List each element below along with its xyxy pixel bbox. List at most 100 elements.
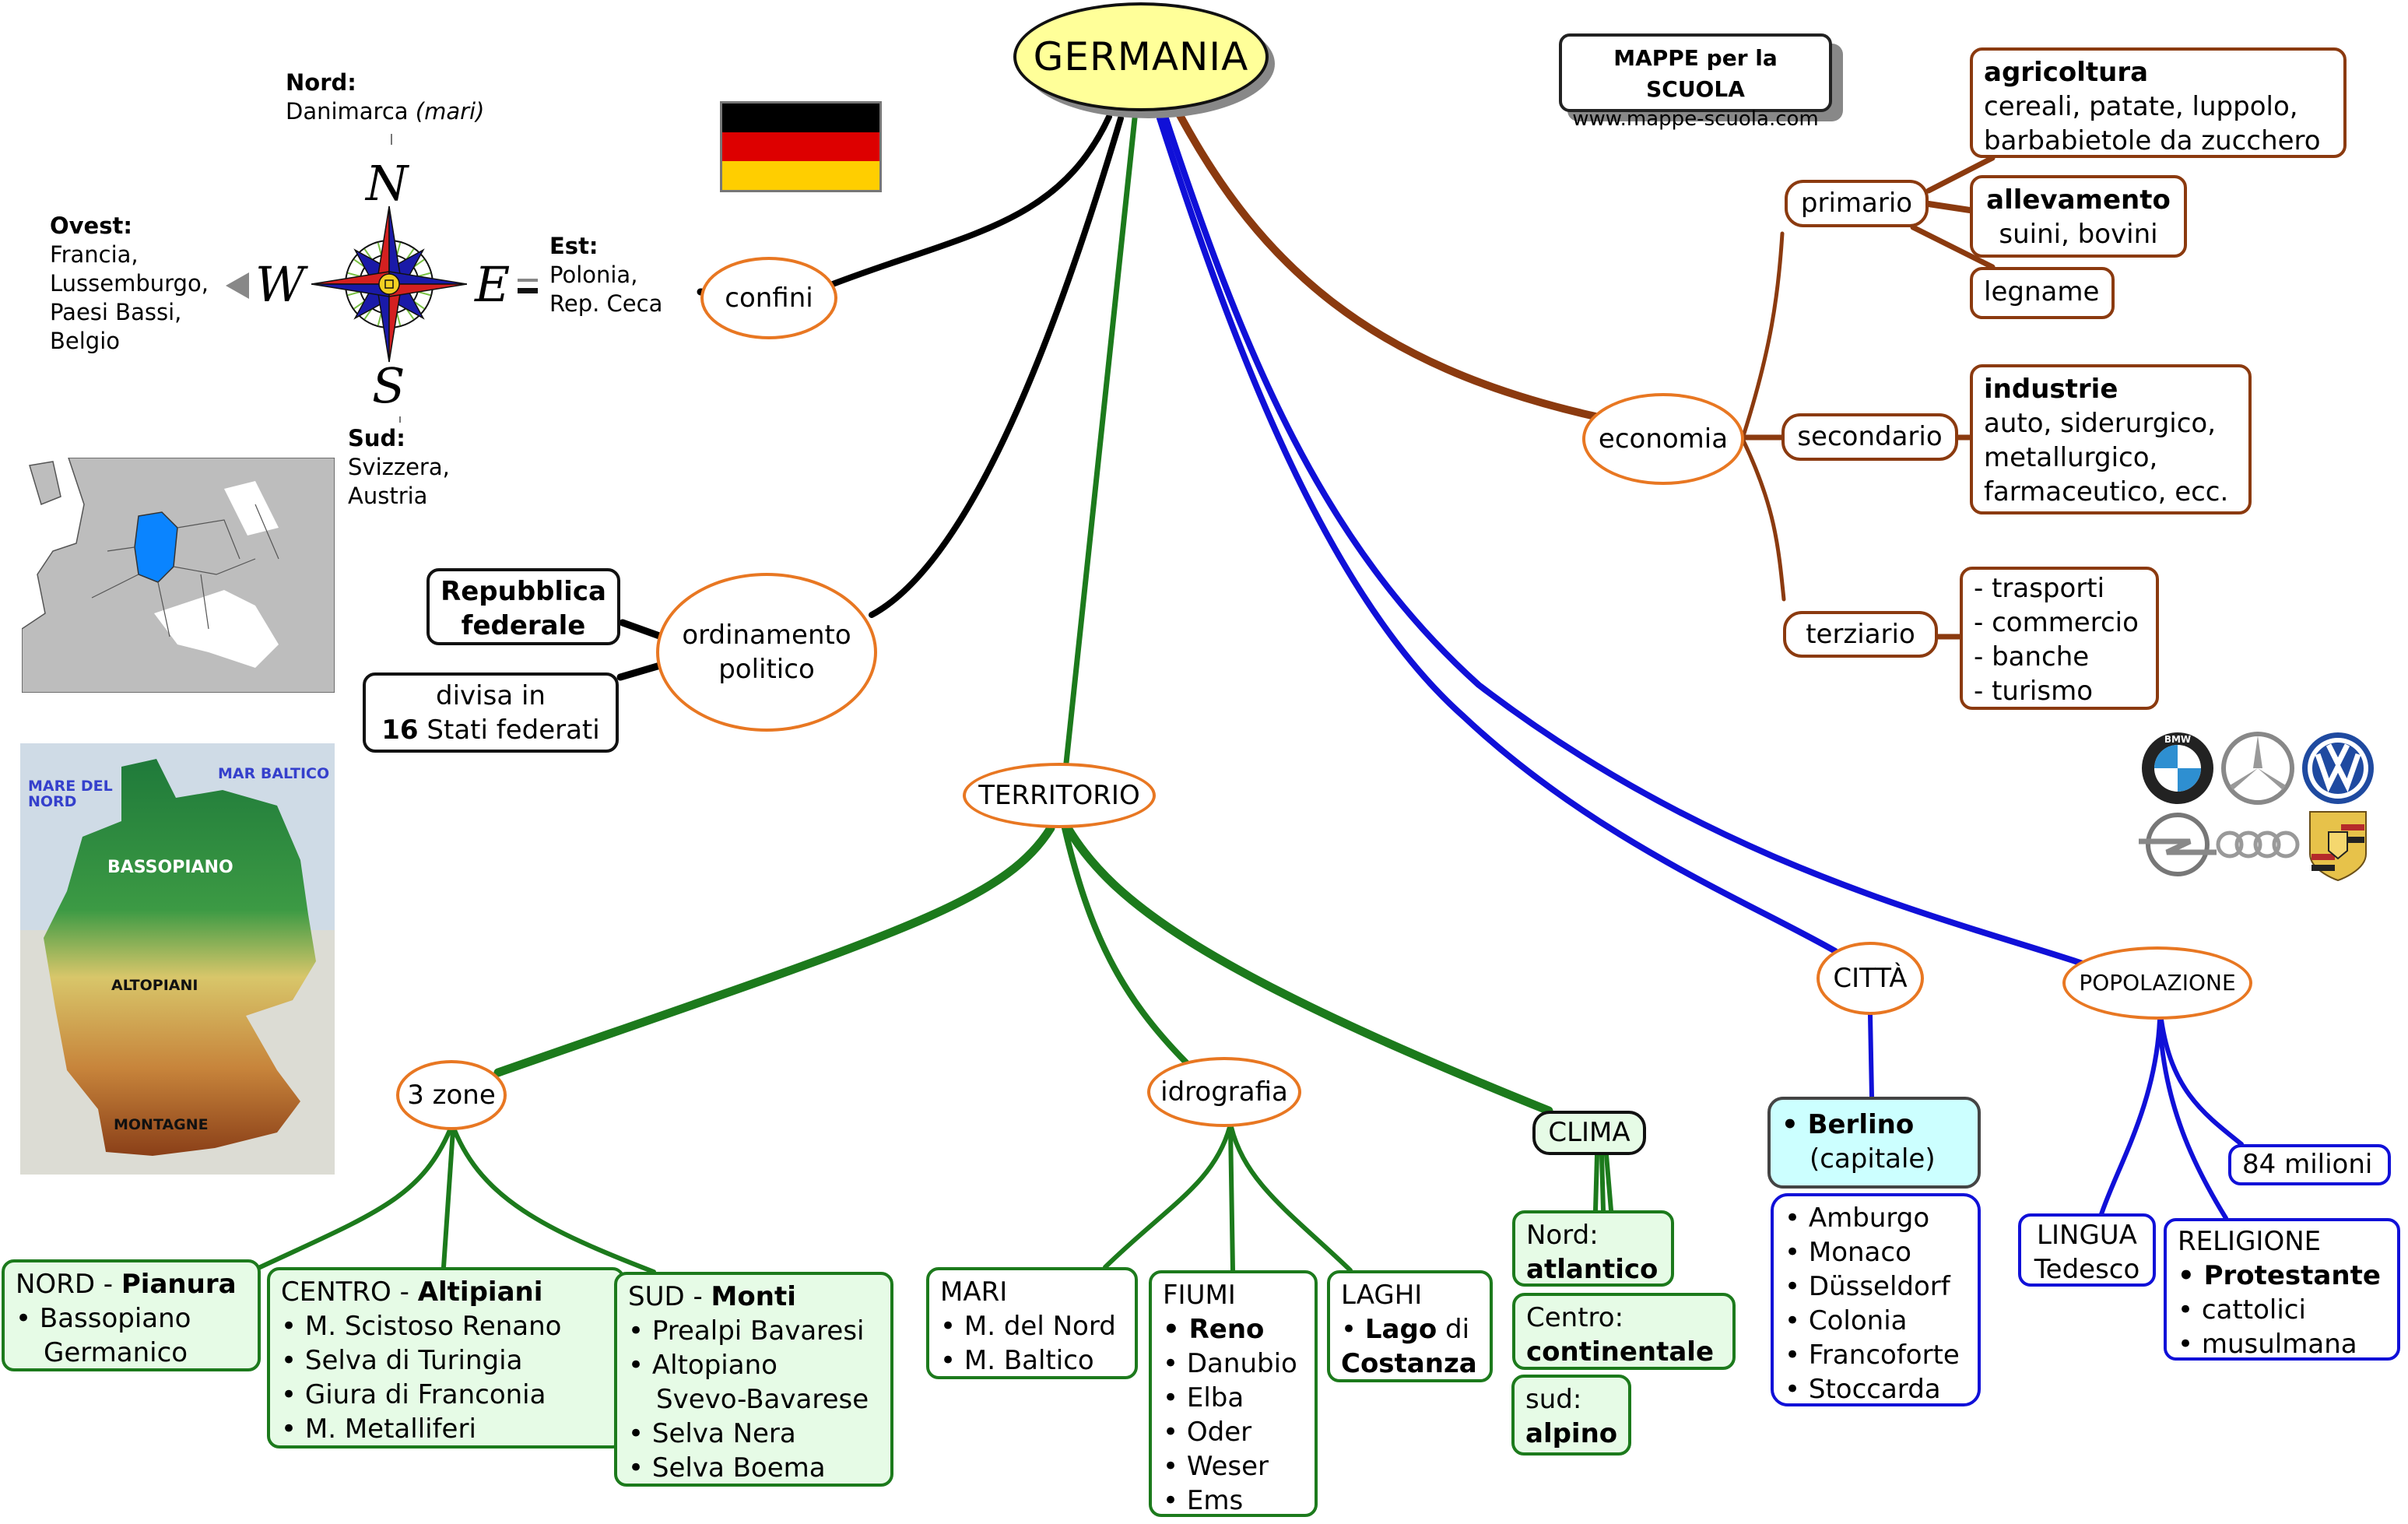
- box-zona-sud[interactable]: SUD - Monti Prealpi Bavaresi Altopiano S…: [614, 1272, 893, 1487]
- link-economia-terziario: [1741, 438, 1786, 602]
- brand-box: MAPPE per la SCUOLA www.mappe-scuola.com: [1559, 33, 1832, 131]
- box-zona-nord[interactable]: NORD - Pianura Bassopiano Germanico: [2, 1259, 261, 1371]
- node-confini[interactable]: confini: [700, 257, 837, 339]
- brand-url[interactable]: www.mappe-scuola.com: [1572, 107, 1819, 131]
- box-repubblica-federale[interactable]: Repubblica federale: [426, 568, 620, 645]
- divisa-line-2: Stati federati: [418, 715, 600, 746]
- node-clima[interactable]: CLIMA: [1532, 1111, 1646, 1155]
- link-pop-religione: [2157, 1017, 2228, 1220]
- node-ordinamento-label-1: ordinamento: [682, 619, 851, 651]
- box-zona-centro[interactable]: CENTRO - Altipiani M. Scistoso Renano Se…: [267, 1267, 625, 1449]
- node-popolazione[interactable]: POPOLAZIONE: [2062, 946, 2252, 1020]
- link-primario-allevamento: [1925, 201, 1973, 213]
- industrie-line: auto, siderurgico,: [1984, 408, 2217, 439]
- arrow-west-icon: [226, 272, 249, 299]
- map-label-altopiani: ALTOPIANI: [111, 977, 198, 994]
- box-altre-citta[interactable]: Amburgo Monaco Düsseldorf Colonia Franco…: [1771, 1193, 1981, 1406]
- fiumi-item: Elba: [1163, 1381, 1304, 1415]
- citta-item: Colonia: [1785, 1304, 1967, 1338]
- border-est-line: Polonia,: [549, 262, 638, 288]
- node-primario[interactable]: primario: [1785, 180, 1929, 227]
- node-3-zone[interactable]: 3 zone: [396, 1060, 507, 1130]
- node-terziario[interactable]: terziario: [1783, 611, 1938, 658]
- box-divisa-stati[interactable]: divisa in 16 Stati federati: [363, 672, 619, 753]
- link-territorio-idrografia: [1062, 825, 1190, 1066]
- link-territorio-3zone: [493, 823, 1055, 1077]
- node-territorio[interactable]: TERRITORIO: [963, 763, 1156, 828]
- germany-physical-map: MARE DEL NORD MAR BALTICO BASSOPIANO ALT…: [20, 743, 335, 1175]
- fiumi-head: FIUMI: [1163, 1280, 1236, 1311]
- link-ordinamento-repubblica: [619, 619, 665, 641]
- link-primario-legname: [1910, 224, 1996, 270]
- box-legname[interactable]: legname: [1970, 267, 2115, 319]
- clima-centro-head: Centro:: [1526, 1302, 1624, 1333]
- zona-centro-head: CENTRO -: [281, 1276, 418, 1308]
- node-secondario[interactable]: secondario: [1781, 413, 1958, 461]
- religione-item-bold: Protestante: [2178, 1259, 2386, 1293]
- border-nord-country: Danimarca: [286, 98, 409, 125]
- link-3zone-centro: [441, 1128, 455, 1269]
- box-fiumi[interactable]: FIUMI Reno Danubio Elba Oder Weser Ems: [1149, 1270, 1318, 1517]
- terziario-item: - banche: [1974, 641, 2090, 672]
- flag-stripe-red: [722, 132, 879, 161]
- border-est: Est: Polonia, Rep. Ceca: [549, 232, 662, 318]
- box-terziario-list[interactable]: - trasporti - commercio - banche - turis…: [1960, 567, 2159, 710]
- box-clima-centro[interactable]: Centro: continentale: [1512, 1293, 1736, 1370]
- box-lingua[interactable]: LINGUA Tedesco: [2018, 1213, 2156, 1287]
- laghi-head: LAGHI: [1341, 1280, 1423, 1311]
- zona-centro-bold: Altipiani: [417, 1276, 543, 1308]
- box-agricoltura[interactable]: agricoltura cereali, patate, luppolo, ba…: [1970, 47, 2347, 158]
- divisa-number: 16: [381, 715, 419, 746]
- zona-sud-head: SUD -: [628, 1281, 711, 1312]
- box-84-milioni[interactable]: 84 milioni: [2228, 1144, 2391, 1185]
- berlino-note: (capitale): [1810, 1143, 1936, 1175]
- link-pop-84milioni: [2159, 1017, 2244, 1147]
- car-logos: BMW: [2139, 732, 2374, 882]
- svg-text:BMW: BMW: [2164, 734, 2191, 745]
- node-idrografia[interactable]: idrografia: [1147, 1057, 1301, 1127]
- brand-name: MAPPE per la SCUOLA: [1613, 45, 1778, 102]
- node-citta[interactable]: CITTÀ: [1817, 942, 1924, 1015]
- zona-nord-item-cont: Germanico: [44, 1337, 188, 1368]
- link-economia-primario: [1741, 231, 1785, 438]
- central-node-germania[interactable]: GERMANIA: [1013, 2, 1269, 111]
- fiumi-item: Weser: [1163, 1449, 1304, 1484]
- fiumi-item-bold: Reno: [1163, 1312, 1304, 1347]
- map-label-mare-del-nord: MARE DEL NORD: [28, 778, 113, 809]
- border-ovest-line: Lussemburgo,: [50, 270, 209, 297]
- link-clima-sud: [1604, 1153, 1613, 1213]
- box-allevamento[interactable]: allevamento suini, bovini: [1970, 175, 2187, 258]
- map-label-mare-del-nord-1: MARE DEL: [28, 778, 113, 795]
- citta-item: Stoccarda: [1785, 1372, 1967, 1406]
- zona-sud-item: Selva Nera: [628, 1417, 879, 1451]
- link-germania-citta: [1157, 115, 1838, 954]
- node-primario-label: primario: [1800, 188, 1913, 219]
- border-sud-head: Sud:: [348, 425, 405, 451]
- fiumi-item: Oder: [1163, 1415, 1304, 1449]
- box-berlino-capitale[interactable]: Berlino (capitale): [1767, 1097, 1981, 1189]
- node-ordinamento-label-2: politico: [718, 654, 815, 685]
- religione-item: cattolici: [2178, 1293, 2386, 1327]
- box-laghi[interactable]: LAGHI Lago di Costanza: [1327, 1270, 1493, 1382]
- europe-map: [22, 458, 335, 693]
- node-economia[interactable]: economia: [1582, 393, 1744, 485]
- zona-sud-item: Prealpi Bavaresi: [628, 1314, 879, 1348]
- central-node-title: GERMANIA: [1033, 33, 1249, 79]
- mari-head: MARI: [940, 1276, 1008, 1308]
- box-industrie[interactable]: industrie auto, siderurgico, metallurgic…: [1970, 364, 2252, 514]
- compass-rose-icon: [311, 205, 467, 363]
- fiumi-item: Danubio: [1163, 1347, 1304, 1381]
- agricoltura-head: agricoltura: [1984, 57, 2149, 88]
- node-ordinamento-politico[interactable]: ordinamento politico: [656, 573, 877, 732]
- border-est-line: Rep. Ceca: [549, 290, 663, 317]
- box-mari[interactable]: MARI M. del Nord M. Baltico: [926, 1267, 1138, 1379]
- box-religione[interactable]: RELIGIONE Protestante cattolici musulman…: [2164, 1218, 2400, 1361]
- tick-sud: [399, 416, 401, 423]
- border-sud: Sud: Svizzera, Austria: [348, 424, 450, 511]
- box-clima-sud[interactable]: sud: alpino: [1511, 1375, 1631, 1456]
- zona-nord-item: Bassopiano: [16, 1301, 247, 1336]
- box-clima-nord[interactable]: Nord: atlantico: [1512, 1210, 1674, 1287]
- compass-s-letter: S: [372, 357, 405, 414]
- tick-nord: [391, 134, 392, 145]
- audi-logo-icon: [2216, 830, 2300, 859]
